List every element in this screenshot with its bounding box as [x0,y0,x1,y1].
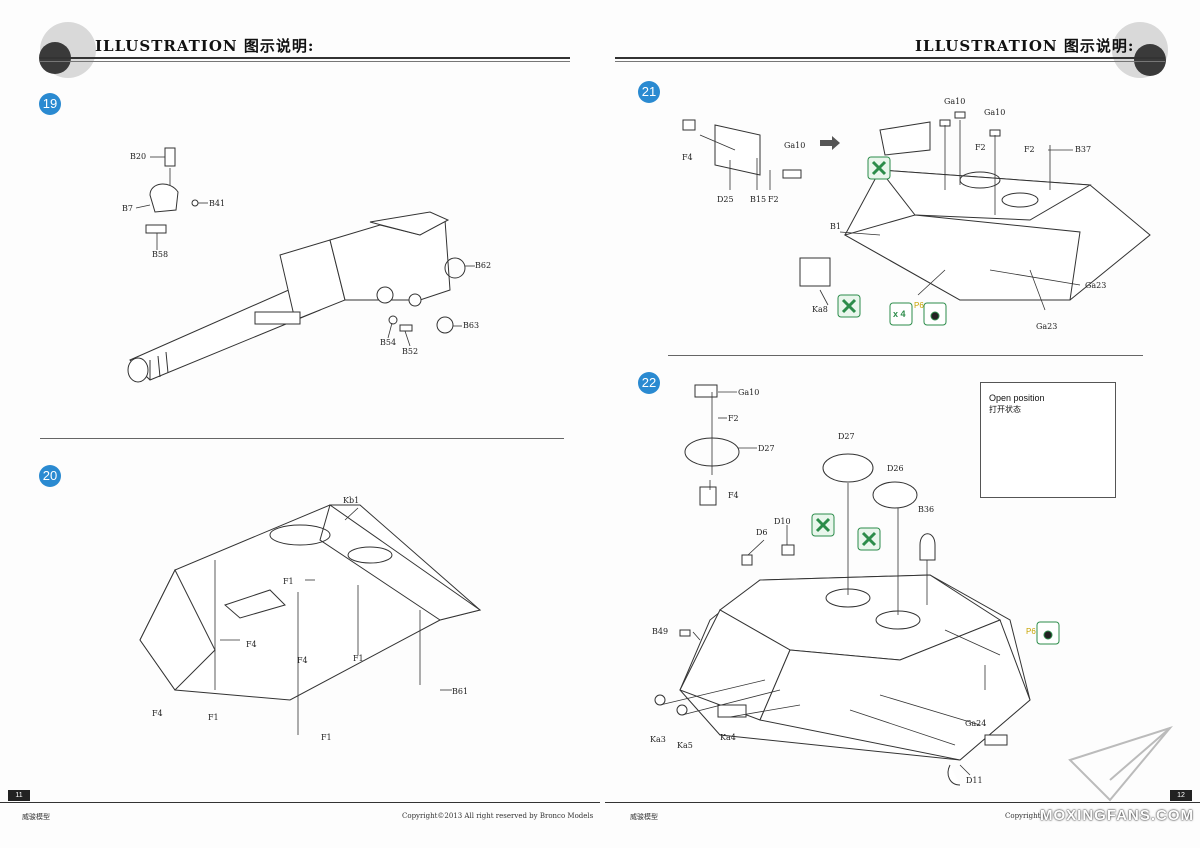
part-label: F4 [246,640,257,649]
part-label: B41 [209,199,226,208]
paper-plane-logo [1068,726,1173,802]
hull-top-22 [654,384,1031,786]
step-number-20: 20 [39,465,61,487]
callout-title: Open position [989,393,1045,403]
brand-right: 威骏模型 [630,813,658,821]
header-rule-left [40,57,570,59]
part-label: D11 [966,776,983,785]
section-divider-right [668,355,1143,356]
part-label: Ka3 [650,735,666,744]
part-label: B52 [402,347,419,356]
part-label: Ga24 [965,719,987,728]
part-label: F2 [975,143,986,152]
section-divider-left [40,438,564,439]
part-label: F1 [321,733,332,742]
part-label: F4 [682,153,693,162]
part-label: B37 [1075,145,1092,154]
footer-rule-left [0,802,600,803]
open-position-callout: Open position 打开状态 [980,382,1116,498]
step-number-21: 21 [638,81,660,103]
header-circle-dark-right [1134,44,1166,76]
hull-top-20 [139,504,482,701]
part-label: D26 [887,464,904,473]
arrow-icon [820,136,840,150]
footer-rule-right [605,802,1200,803]
part-label: D27 [758,444,775,453]
part-label: B7 [122,204,133,213]
part-label: Kb1 [343,496,360,505]
header-rule-right [615,57,1165,59]
cement-badge-icon [857,527,881,551]
part-label: Ka8 [812,305,828,314]
part-label: F2 [1024,145,1035,154]
part-label: F2 [768,195,779,204]
part-label: F2 [728,414,739,423]
brand-left: 威骏模型 [22,813,50,821]
paint-code: P6 [914,301,924,310]
paint-badge-icon [923,302,947,326]
paint-code: P6 [1026,627,1036,636]
copyright-text: Copyright©2013 All right reserved by Bro… [402,812,594,820]
step-number-19: 19 [39,93,61,115]
part-label: Ga10 [984,108,1006,117]
part-label: B36 [918,505,935,514]
part-label: D27 [838,432,855,441]
cement-badge-icon [811,513,835,537]
cement-badge-icon [867,156,891,180]
part-label: Ga10 [784,141,806,150]
part-label: D25 [717,195,734,204]
step-number-22: 22 [638,372,660,394]
part-label: F4 [728,491,739,500]
leader-lines-21 [699,120,1081,311]
page-number-right: 12 [1170,790,1192,801]
watermark: MOXINGFANS.COM [1040,807,1195,824]
part-label: Ga10 [738,388,760,397]
part-label: D10 [774,517,791,526]
leader-lines-20 [214,507,452,735]
part-label: B63 [463,321,480,330]
part-label: B61 [452,687,469,696]
copyright-text-right: Copyright [1005,812,1041,820]
part-label: Ga10 [944,97,966,106]
gun-drawing [127,147,466,383]
callout-subtitle: 打开状态 [989,405,1021,414]
part-label: B20 [130,152,147,161]
part-label: Ka4 [720,733,736,742]
header-rule-right-thin [615,61,1165,62]
part-label: F1 [353,654,364,663]
page-title-right: ILLUSTRATION 图示说明: [915,37,1135,55]
part-label: B62 [475,261,492,270]
part-label: B1 [830,222,841,231]
leader-lines-19 [135,156,475,347]
part-label: B49 [652,627,669,636]
paint-badge-icon [1036,621,1060,645]
part-label: F4 [297,656,308,665]
quantity-label: x 4 [893,309,906,319]
hull-front-21 [682,111,1151,301]
leader-lines-22 [659,391,1001,776]
part-label: D6 [756,528,768,537]
part-label: B15 [750,195,767,204]
part-label: F1 [208,713,219,722]
part-label: F1 [283,577,294,586]
part-label: B54 [380,338,397,347]
part-label: F4 [152,709,163,718]
header-rule-left-thin [40,61,570,62]
part-label: Ga23 [1085,281,1107,290]
cement-badge-icon [837,294,861,318]
part-label: B58 [152,250,169,259]
quantity-badge-icon [889,302,913,326]
part-label: Ga23 [1036,322,1058,331]
part-label: Ka5 [677,741,693,750]
page-number-left: 11 [8,790,30,801]
page-title-left: ILLUSTRATION 图示说明: [95,37,315,55]
